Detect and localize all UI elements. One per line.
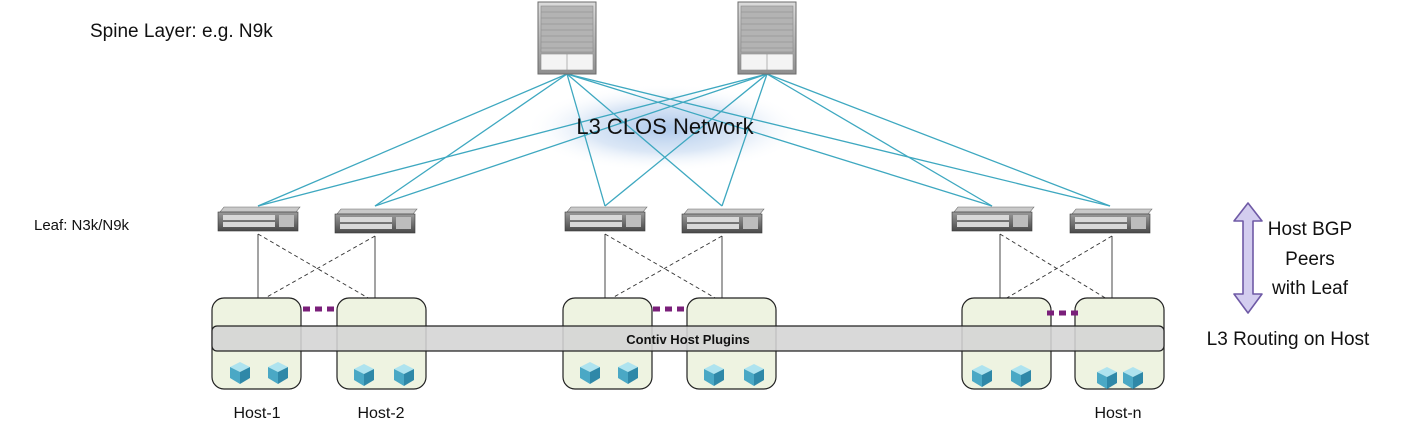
leaf-switch-2-icon: [334, 208, 418, 234]
spine-switch-1-icon: [537, 1, 597, 75]
host-links: [257, 234, 1113, 302]
spine-switch-2-icon: [737, 1, 797, 75]
bgp-arrow-icon: [1233, 202, 1263, 314]
host-n-label: Host-n: [1094, 405, 1141, 422]
plugins-label: Contiv Host Plugins: [626, 332, 750, 347]
leaf-switch-5-icon: [951, 206, 1035, 232]
leaf-switch-1-icon: [217, 206, 301, 232]
network-label: L3 CLOS Network: [576, 114, 754, 139]
bgp-label-line1: Host BGP: [1268, 219, 1352, 240]
peer-links: [303, 306, 1080, 316]
leaf-layer-label: Leaf: N3k/N9k: [34, 217, 130, 234]
spine-layer-label: Spine Layer: e.g. N9k: [90, 21, 273, 42]
clos-cloud: [525, 84, 805, 172]
plugins-band: [211, 325, 1165, 352]
host-2-label: Host-2: [357, 405, 404, 422]
leaf-switch-3-icon: [564, 206, 648, 232]
leaf-switch-6-icon: [1069, 208, 1153, 234]
bgp-label-line3: with Leaf: [1271, 278, 1349, 299]
leaf-switch-4-icon: [681, 208, 765, 234]
uplinks: [257, 73, 1111, 207]
routing-label: L3 Routing on Host: [1207, 329, 1370, 350]
bgp-label-line2: Peers: [1285, 249, 1335, 270]
host-cross-links: [257, 233, 1113, 303]
host-1-label: Host-1: [233, 405, 280, 422]
